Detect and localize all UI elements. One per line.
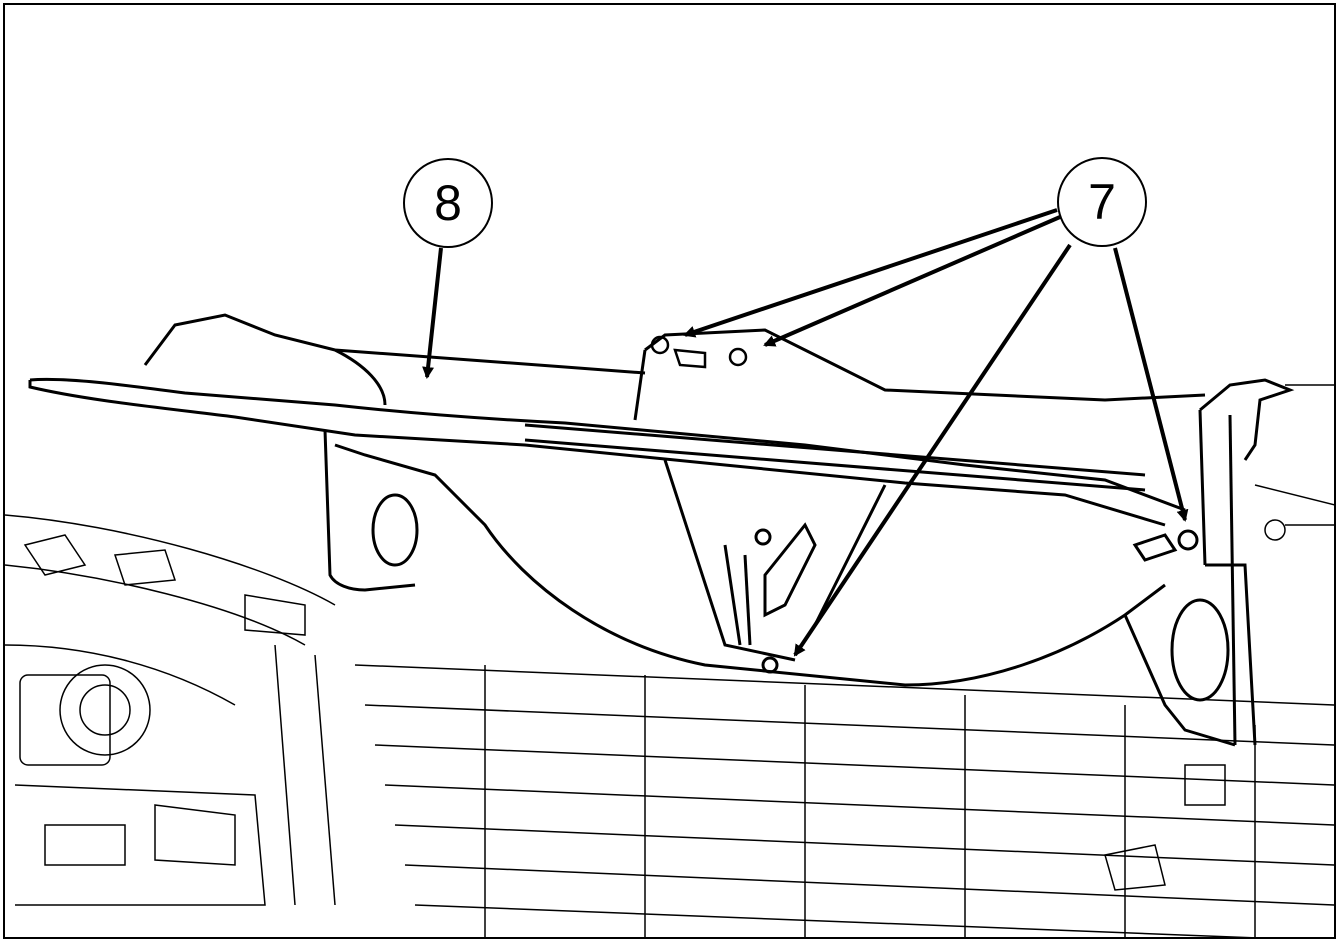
callout-label-7: 7 bbox=[1088, 174, 1116, 230]
grille-background bbox=[5, 384, 1334, 937]
arrow-8 bbox=[422, 247, 443, 379]
fastener-bolts bbox=[650, 335, 748, 369]
right-bracket bbox=[1123, 378, 1295, 747]
callout-label-8: 8 bbox=[434, 175, 462, 231]
technical-line-drawing bbox=[5, 208, 1334, 937]
callout-7: 7 bbox=[1057, 157, 1147, 247]
callout-8: 8 bbox=[403, 158, 493, 248]
diagram-frame: 8 7 bbox=[3, 3, 1336, 939]
cross-member-part bbox=[28, 313, 1206, 687]
arrows-7 bbox=[683, 208, 1189, 657]
